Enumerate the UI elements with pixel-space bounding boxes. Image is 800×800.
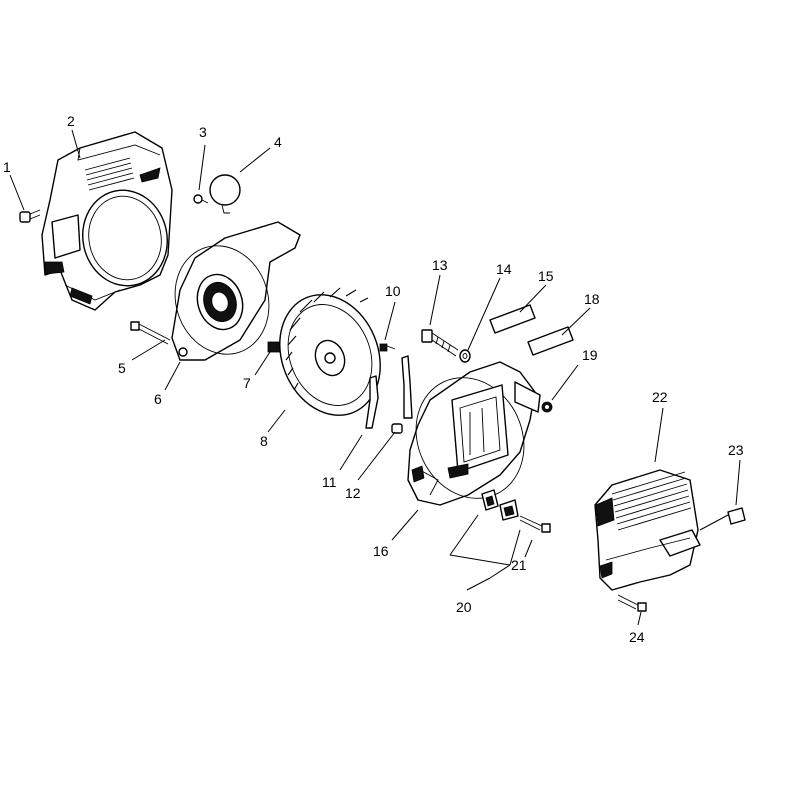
label-12: 12 xyxy=(345,485,361,501)
decal-15 xyxy=(489,304,536,334)
label-5: 5 xyxy=(118,360,126,376)
screw-1 xyxy=(19,209,41,223)
spring-plate-11 xyxy=(365,375,379,429)
label-21: 21 xyxy=(511,557,527,573)
label-8: 8 xyxy=(260,433,268,449)
decal-18 xyxy=(527,326,574,356)
label-1: 1 xyxy=(3,159,11,175)
label-19: 19 xyxy=(582,347,598,363)
label-2: 2 xyxy=(67,113,75,129)
blower-housing xyxy=(407,361,541,506)
washer-14 xyxy=(459,349,471,363)
screw-10 xyxy=(379,343,396,352)
fan-impeller xyxy=(279,287,381,416)
label-23: 23 xyxy=(728,442,744,458)
label-15: 15 xyxy=(538,268,554,284)
label-6: 6 xyxy=(154,391,162,407)
label-13: 13 xyxy=(432,257,448,273)
fan-cover-housing xyxy=(41,131,173,311)
label-14: 14 xyxy=(496,261,512,277)
collar-12 xyxy=(391,423,403,434)
label-24: 24 xyxy=(629,629,645,645)
engine-shroud xyxy=(594,469,701,591)
bolt-24 xyxy=(617,594,647,612)
label-3: 3 xyxy=(199,124,207,140)
label-18: 18 xyxy=(584,291,600,307)
bolt-13 xyxy=(421,329,459,357)
bracket-plate xyxy=(401,355,413,419)
leader-lines xyxy=(9,129,741,626)
fan-case-back xyxy=(171,221,301,361)
screw-3 xyxy=(193,194,209,204)
label-22: 22 xyxy=(652,389,668,405)
label-10: 10 xyxy=(385,283,401,299)
label-11: 11 xyxy=(322,474,337,490)
part-labels: 1 2 3 4 5 6 7 8 10 11 12 13 14 15 16 18 … xyxy=(3,113,744,645)
label-20: 20 xyxy=(456,599,472,615)
switch-parts-20 xyxy=(481,489,519,521)
ring-clip-4 xyxy=(209,174,241,214)
label-7: 7 xyxy=(243,375,251,391)
decal-23 xyxy=(727,507,746,525)
label-4: 4 xyxy=(274,134,282,150)
label-16: 16 xyxy=(373,543,389,559)
screw-21 xyxy=(519,515,551,533)
nut-19 xyxy=(541,401,553,413)
